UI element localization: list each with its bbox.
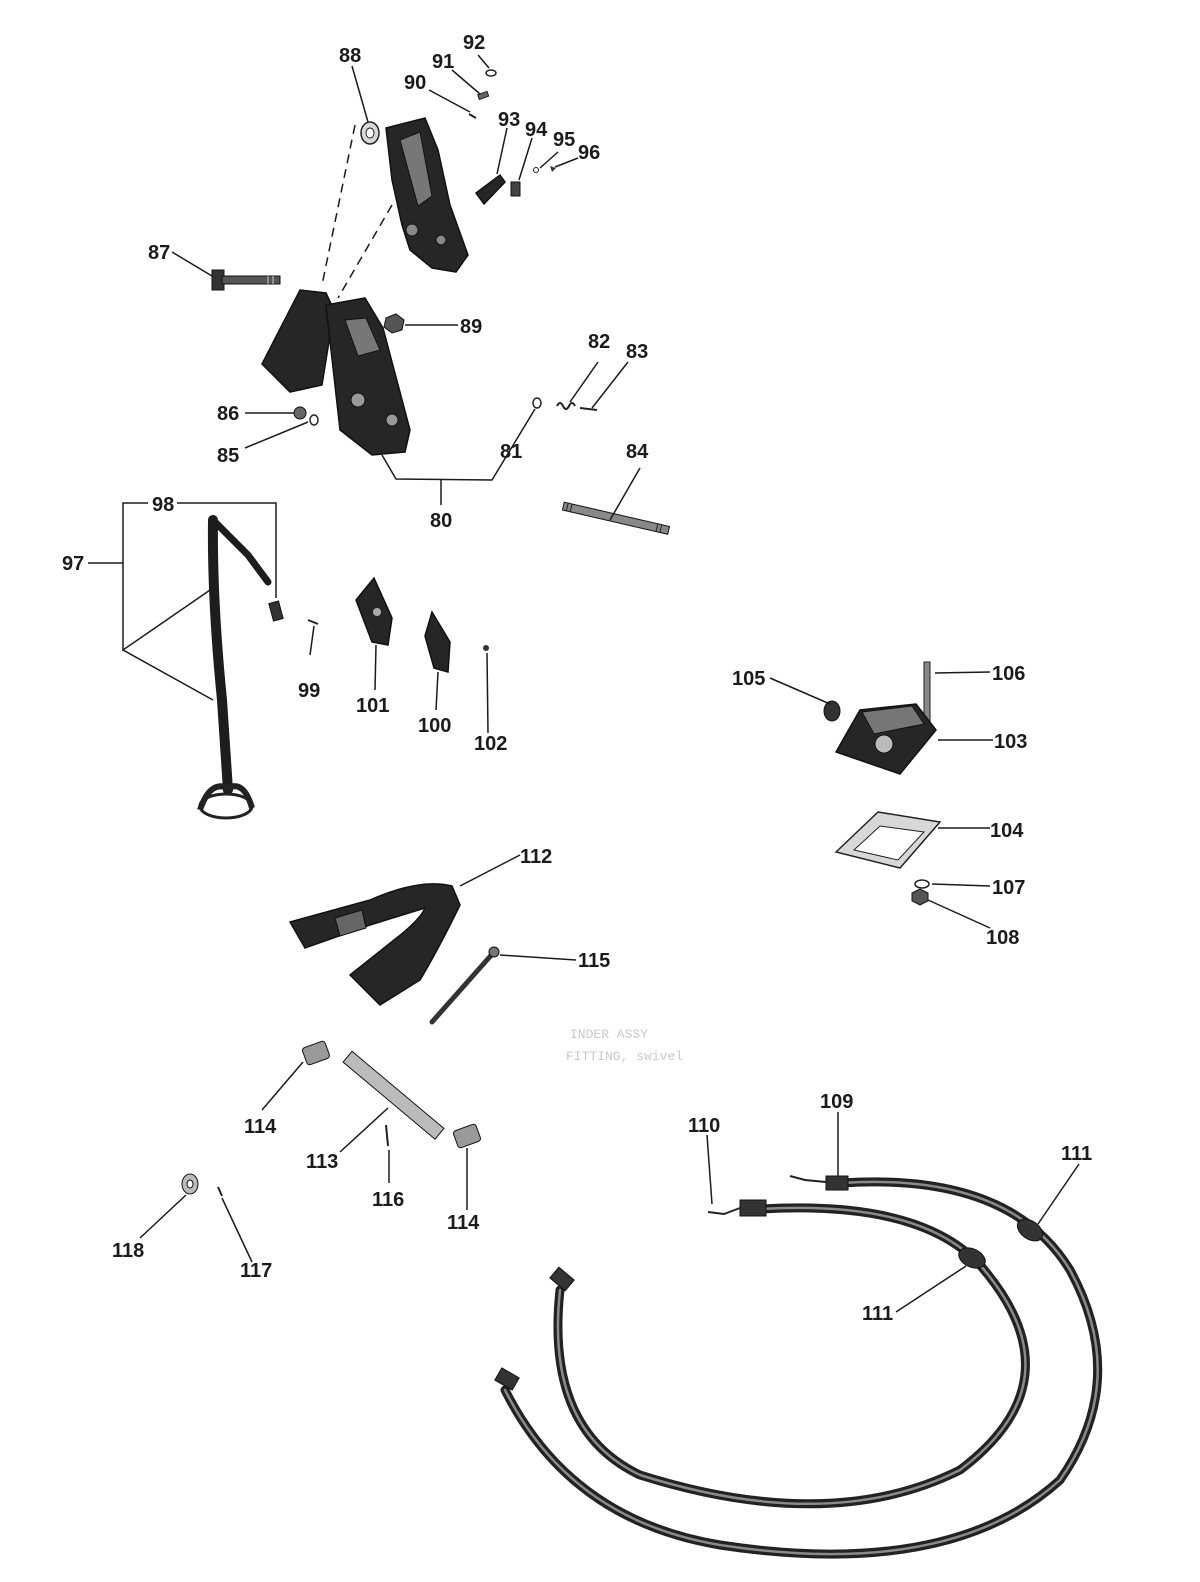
callout-86: 86: [217, 403, 239, 425]
callout-93: 93: [498, 109, 520, 131]
screw-96: [550, 166, 556, 172]
callout-115: 115: [578, 950, 610, 972]
callout-92: 92: [463, 32, 485, 54]
plate-93: [474, 173, 506, 206]
callout-98: 98: [152, 494, 174, 516]
hose-end-fitting-a: [549, 1266, 575, 1292]
sleeve-111a: [1016, 1218, 1044, 1242]
callout-104: 104: [990, 820, 1024, 842]
screw-99: [307, 619, 319, 625]
bushing-114a: [301, 1040, 331, 1066]
pin-83: [579, 407, 598, 411]
washer-85: [309, 414, 319, 426]
clamp-bracket-assembly: [211, 269, 671, 535]
alignment-line-b: [337, 204, 393, 299]
nut-89: [383, 313, 405, 334]
callout-95: 95: [553, 129, 575, 151]
callout-80: 80: [430, 510, 452, 532]
callout-100: 100: [418, 715, 451, 737]
callout-107: 107: [992, 877, 1025, 899]
callout-101: 101: [356, 695, 389, 717]
screw-102: [483, 645, 489, 651]
callout-99: 99: [298, 680, 320, 702]
callout-85: 85: [217, 445, 239, 467]
fitting-109: [825, 1175, 849, 1191]
bolt-87-shank: [221, 275, 281, 285]
arm-rod-97: [207, 515, 233, 795]
cylinder-mount-assembly: [823, 661, 942, 906]
callout-109: 109: [820, 1091, 853, 1113]
callout-89: 89: [460, 316, 482, 338]
pin-90: [468, 113, 477, 119]
pin-116: [385, 1124, 389, 1147]
bleed-text-1: INDER ASSY: [570, 1027, 648, 1042]
washer-95: [533, 167, 539, 173]
seal-105: [823, 700, 841, 722]
callout-84: 84: [626, 441, 649, 463]
callout-87: 87: [148, 242, 170, 264]
pin-117: [217, 1186, 223, 1197]
callout-117: 117: [240, 1260, 272, 1282]
leader-lines: [88, 54, 1080, 1313]
callout-114b: 114: [447, 1212, 480, 1234]
pin-91: [476, 90, 490, 101]
hose-end-fitting-b: [494, 1367, 520, 1391]
washer-107: [914, 879, 930, 889]
ring-92: [485, 69, 497, 77]
ring-81: [532, 397, 542, 409]
tilt-tube-84: [561, 501, 671, 535]
clip-94: [510, 181, 521, 197]
sleeve-111b: [958, 1247, 986, 1269]
callout-105: 105: [732, 668, 765, 690]
spring-82: [556, 402, 576, 410]
strap-assembly: [288, 883, 500, 1025]
callout-103: 103: [994, 731, 1027, 753]
callout-108: 108: [986, 927, 1019, 949]
callout-102: 102: [474, 733, 507, 755]
tube-assembly: [181, 1040, 482, 1197]
swivel-bracket-assembly: [321, 69, 556, 299]
tube-113: [342, 1050, 445, 1140]
nut-86: [293, 406, 307, 420]
connector-98: [268, 600, 284, 622]
callout-113: 113: [306, 1151, 338, 1173]
callout-106: 106: [992, 663, 1025, 685]
bushing-114b: [452, 1123, 482, 1149]
callout-83: 83: [626, 341, 648, 363]
callout-91: 91: [432, 51, 454, 73]
bleed-through-text: INDER ASSY FITTING, swivel: [566, 1027, 683, 1064]
nut-108: [911, 888, 929, 906]
hose-109: [500, 1177, 1103, 1559]
hose-110: [553, 1203, 1030, 1509]
alignment-line-a: [321, 124, 356, 286]
cable-98: [209, 516, 272, 586]
callout-114a: 114: [244, 1116, 277, 1138]
callout-118: 118: [112, 1240, 144, 1262]
plate-100: [424, 610, 451, 673]
hydraulic-hoses: [494, 1175, 1103, 1559]
callout-112: 112: [520, 846, 552, 868]
yoke-97: [197, 783, 255, 812]
callout-111a: 111: [1061, 1143, 1092, 1165]
callout-81: 81: [500, 441, 522, 463]
callout-110: 110: [688, 1115, 720, 1137]
callout-labels: 88 90 91 92 93 94 95 96 87 89 82 83 86 8…: [62, 32, 1092, 1325]
fitting-110: [739, 1199, 767, 1217]
strap-112: [288, 883, 461, 1006]
bleed-text-2: FITTING, swivel: [566, 1049, 683, 1064]
callout-88: 88: [339, 45, 361, 67]
callout-90: 90: [404, 72, 426, 94]
steering-arm-assembly: [197, 515, 489, 820]
callout-111b: 111: [862, 1303, 893, 1325]
clamp-bracket-left: [261, 289, 335, 393]
callout-97: 97: [62, 553, 84, 575]
callout-96: 96: [578, 142, 600, 164]
callout-82: 82: [588, 331, 610, 353]
callout-116: 116: [372, 1189, 404, 1211]
rod-115: [429, 949, 497, 1025]
callout-94: 94: [525, 119, 548, 141]
